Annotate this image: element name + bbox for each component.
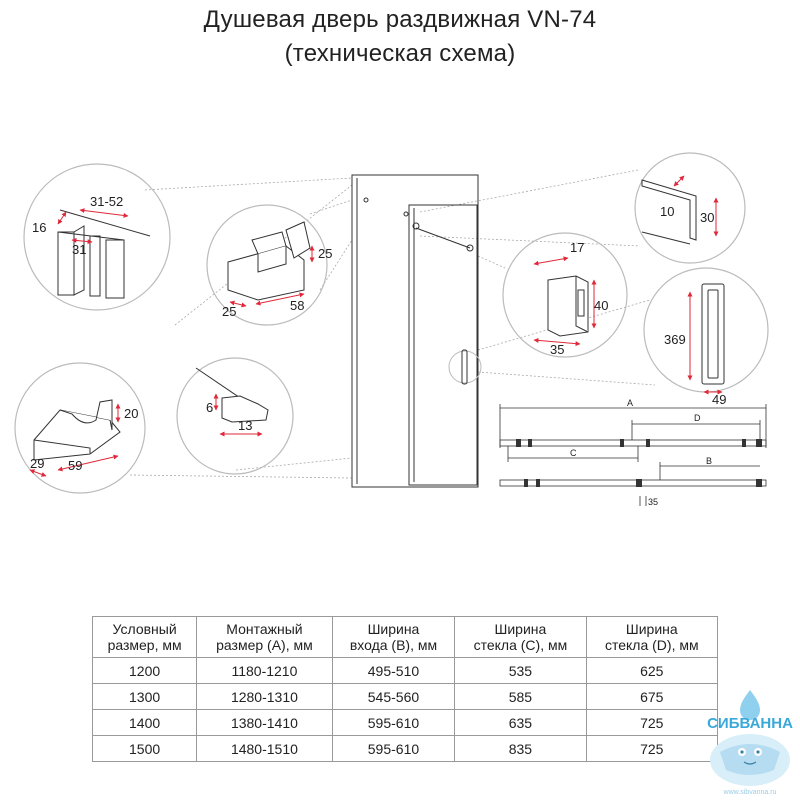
table-cell: 725 (585, 735, 719, 762)
detail-circle-seal (176, 357, 294, 475)
table-cell: 1180-1210 (196, 657, 333, 684)
detail-circle-block-bottom (14, 362, 146, 494)
dim-label: 35 (550, 342, 564, 357)
detail-block-bottom: 20 29 59 (29, 399, 138, 477)
dim-label: 30 (700, 210, 714, 225)
plan-label-d: D (694, 413, 701, 423)
dim-label: 6 (206, 400, 213, 415)
table-cell: 725 (585, 709, 719, 736)
dim-label: 59 (68, 458, 82, 473)
dim-label: 49 (712, 392, 726, 407)
plan-view: A D C B 35 (499, 398, 767, 507)
dim-label: 25 (222, 304, 236, 319)
plan-label-c: C (570, 448, 577, 458)
page-subtitle: (техническая схема) (284, 40, 516, 67)
dim-label: 10 (660, 204, 674, 219)
plan-label-b: B (706, 456, 712, 466)
dim-label: 369 (664, 332, 686, 347)
dim-label: 20 (124, 406, 138, 421)
table-row: 1400 1380-1410 595-610 635 725 (91, 709, 719, 736)
page-title: Душевая дверь раздвижная VN-74 (203, 6, 597, 33)
table-row: 1200 1180-1210 495-510 535 625 (91, 657, 719, 684)
table-cell: 1300 (91, 683, 198, 710)
dim-label: 17 (570, 240, 584, 255)
logo-url: www.sibvanna.ru (723, 789, 777, 796)
table-cell: 1380-1410 (196, 709, 333, 736)
door-front-view (351, 174, 482, 488)
dim-label: 16 (32, 220, 46, 235)
logo-text: СИБВАННА (707, 715, 793, 732)
detail-bracket: 10 30 (641, 175, 719, 245)
table-cell: 1400 (91, 709, 198, 736)
dim-label: 31-52 (90, 194, 123, 209)
detail-circle-block-top (206, 204, 328, 326)
dim-label: 25 (318, 246, 332, 261)
plan-label-a: A (627, 398, 633, 408)
table-row: 1500 1480-1510 595-610 835 725 (91, 735, 719, 762)
table-cell: 835 (454, 735, 587, 762)
plan-label-35: 35 (648, 497, 658, 507)
detail-circle-bracket (634, 152, 746, 264)
table-cell: 625 (585, 657, 719, 684)
table-cell: 1200 (91, 657, 198, 684)
dim-label: 13 (238, 418, 252, 433)
table-row: 1300 1280-1310 545-560 585 675 (91, 683, 719, 710)
table-cell: 595-610 (331, 735, 456, 762)
detail-block-top: 25 25 58 (222, 221, 332, 319)
dim-label: 29 (30, 456, 44, 471)
table-cell: 1500 (91, 735, 198, 762)
table-cell: 595-610 (331, 709, 456, 736)
detail-circle-stopper (502, 232, 628, 358)
table-cell: 585 (454, 683, 587, 710)
detail-handle: 369 49 (664, 283, 726, 407)
detail-stopper: 17 40 35 (533, 240, 608, 357)
sibvanna-logo: СИБВАННА www.sibvanna.ru (707, 690, 793, 796)
dim-label: 40 (594, 298, 608, 313)
dim-label: 31 (72, 242, 86, 257)
detail-top-profile: 16 31-52 31 (32, 194, 151, 299)
detail-circle-top-profile (23, 163, 171, 311)
detail-circles (14, 152, 769, 494)
table-cell: 1280-1310 (196, 683, 333, 710)
table-cell: 675 (585, 683, 719, 710)
detail-seal: 6 13 (195, 367, 269, 437)
table-cell: 635 (454, 709, 587, 736)
table-cell: 535 (454, 657, 587, 684)
table-cell: 1480-1510 (196, 735, 333, 762)
table-cell: 545-560 (331, 683, 456, 710)
dim-label: 58 (290, 298, 304, 313)
table-cell: 495-510 (331, 657, 456, 684)
